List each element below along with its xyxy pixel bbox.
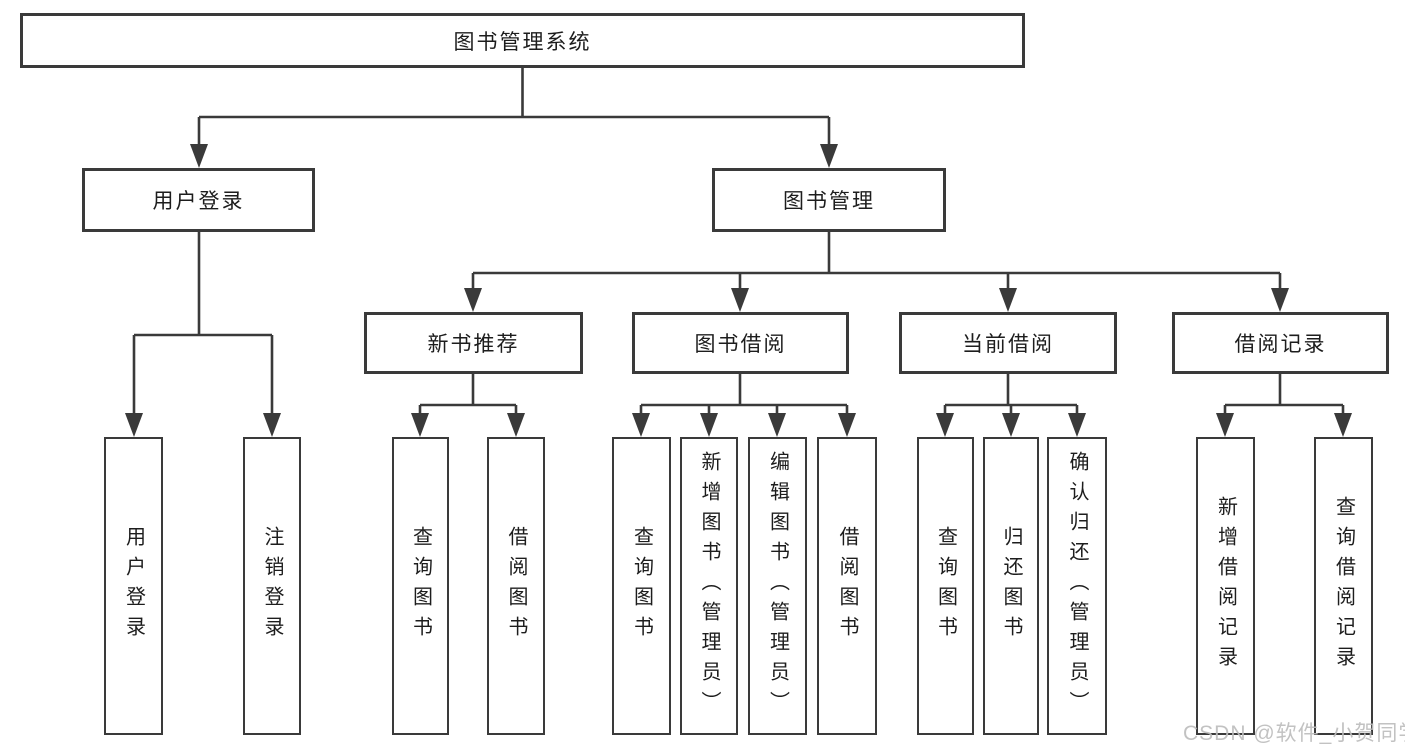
connector	[197, 68, 831, 150]
leaf-borrow-borrow-books-label: 借阅图书	[836, 526, 858, 646]
connector	[132, 232, 274, 419]
leaf-borrow-add-books-admin-label: 新增图书（管理员）	[698, 451, 720, 721]
leaf-user-login: 用户登录	[104, 437, 163, 735]
connector	[1223, 374, 1345, 421]
node-new-book-recommend-label: 新书推荐	[427, 333, 520, 356]
arrowhead-down-icon	[125, 413, 143, 437]
arrowhead-down-icon	[1216, 413, 1234, 437]
leaf-records-add-record: 新增借阅记录	[1196, 437, 1255, 735]
connector-arrowheads	[125, 144, 1352, 437]
arrowhead-down-icon	[820, 144, 838, 168]
leaf-logout-label: 注销登录	[261, 526, 283, 646]
arrowhead-down-icon	[507, 413, 525, 437]
leaf-newrec-borrow-books: 借阅图书	[487, 437, 545, 735]
connector-lines	[132, 68, 1345, 421]
arrowhead-down-icon	[464, 288, 482, 312]
arrowhead-down-icon	[1068, 413, 1086, 437]
leaf-borrow-add-books-admin: 新增图书（管理员）	[680, 437, 738, 735]
arrowhead-down-icon	[190, 144, 208, 168]
node-current-borrow-label: 当前借阅	[962, 333, 1054, 356]
leaf-current-return-books-label: 归还图书	[1000, 526, 1022, 646]
arrowhead-down-icon	[731, 288, 749, 312]
node-root: 图书管理系统	[20, 13, 1025, 68]
leaf-records-query-record: 查询借阅记录	[1314, 437, 1373, 735]
leaf-logout: 注销登录	[243, 437, 301, 735]
connector	[471, 232, 1282, 294]
leaf-user-login-label: 用户登录	[122, 526, 145, 646]
leaf-borrow-borrow-books: 借阅图书	[817, 437, 877, 735]
node-root-label: 图书管理系统	[453, 30, 592, 54]
leaf-current-confirm-return-admin-label: 确认归还（管理员）	[1066, 451, 1088, 721]
node-book-borrow: 图书借阅	[632, 312, 849, 374]
node-user-login: 用户登录	[82, 168, 315, 232]
leaf-newrec-query-books: 查询图书	[392, 437, 449, 735]
leaf-records-add-record-label: 新增借阅记录	[1214, 496, 1237, 676]
node-user-login-label: 用户登录	[152, 190, 245, 213]
leaf-current-return-books: 归还图书	[983, 437, 1039, 735]
arrowhead-down-icon	[1002, 413, 1020, 437]
arrowhead-down-icon	[700, 413, 718, 437]
leaf-newrec-query-books-label: 查询图书	[409, 526, 432, 646]
leaf-borrow-edit-books-admin: 编辑图书（管理员）	[748, 437, 807, 735]
leaf-current-confirm-return-admin: 确认归还（管理员）	[1047, 437, 1107, 735]
arrowhead-down-icon	[632, 413, 650, 437]
node-book-management-label: 图书管理	[783, 190, 875, 213]
leaf-records-query-record-label: 查询借阅记录	[1332, 496, 1355, 676]
leaf-borrow-query-books-label: 查询图书	[630, 526, 653, 646]
leaf-borrow-edit-books-admin-label: 编辑图书（管理员）	[766, 451, 789, 721]
node-book-management: 图书管理	[712, 168, 946, 232]
arrowhead-down-icon	[263, 413, 281, 437]
node-new-book-recommend: 新书推荐	[364, 312, 583, 374]
watermark: CSDN @软件_小贺同学	[1183, 722, 1405, 745]
arrowhead-down-icon	[768, 413, 786, 437]
leaf-current-query-books: 查询图书	[917, 437, 974, 735]
arrowhead-down-icon	[1271, 288, 1289, 312]
leaf-current-query-books-label: 查询图书	[934, 526, 957, 646]
arrowhead-down-icon	[936, 413, 954, 437]
arrowhead-down-icon	[411, 413, 429, 437]
leaf-borrow-query-books: 查询图书	[612, 437, 671, 735]
node-borrow-records: 借阅记录	[1172, 312, 1389, 374]
node-book-borrow-label: 图书借阅	[694, 333, 787, 356]
node-current-borrow: 当前借阅	[899, 312, 1117, 374]
arrowhead-down-icon	[999, 288, 1017, 312]
arrowhead-down-icon	[838, 413, 856, 437]
connector	[639, 374, 849, 421]
node-borrow-records-label: 借阅记录	[1234, 333, 1327, 356]
arrowhead-down-icon	[1334, 413, 1352, 437]
leaf-newrec-borrow-books-label: 借阅图书	[505, 526, 527, 646]
connector	[418, 374, 518, 421]
